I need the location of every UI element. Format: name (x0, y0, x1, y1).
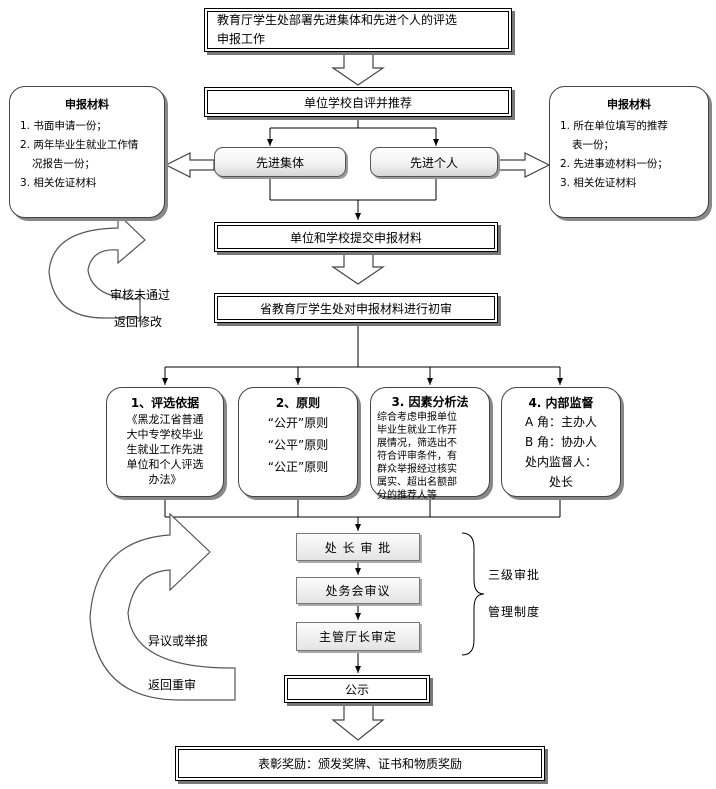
criteria-basis-title: 1、评选依据 (130, 396, 200, 410)
final-reward: 表彰奖励：颁发奖牌、证书和物质奖励 (175, 746, 545, 781)
criteria-principle-line: “公开”原则 (267, 416, 329, 430)
loop-arrow-top (48, 212, 146, 319)
criteria-factor-line: 分的推荐人等 (377, 490, 437, 501)
criteria-supervision-line: 处长 (548, 475, 573, 489)
left-materials-title: 申报材料 (65, 98, 109, 111)
branch-collective-label: 先进集体 (255, 155, 304, 170)
criteria-supervision-line: B 角：协办人 (524, 435, 598, 449)
branch-collective: 先进集体 (214, 147, 346, 177)
side-arrow-right (497, 152, 551, 178)
criteria-supervision-card: 4. 内部监督 A 角：主办人 B 角：协办人 处内监督人： 处长 (501, 387, 621, 497)
top-task-box: 教育厅学生处部署先进集体和先进个人的评选 申报工作 (204, 8, 512, 52)
loop-bottom-label-1: 异议或举报 (148, 634, 209, 648)
right-materials-item: 3. 相关佐证材料 (560, 177, 637, 189)
approval-chief-label: 主管厅长审定 (318, 630, 397, 644)
right-materials-item: 1. 所在单位填写的推荐 (560, 120, 668, 132)
criteria-basis-line: 办法》 (148, 473, 182, 486)
criteria-factor-line: 综合考虑申报单位 (377, 412, 457, 423)
left-materials-item: 3. 相关佐证材料 (20, 177, 97, 189)
loop-top-label-2: 返回修改 (114, 315, 163, 329)
block-arrow-3 (331, 704, 385, 741)
step-submit-label: 单位和学校提交申报材料 (289, 230, 422, 245)
approval-chief: 主管厅长审定 (296, 622, 420, 651)
criteria-principle-line: “公正”原则 (267, 460, 329, 474)
left-materials-item: 况报告一份； (32, 158, 95, 170)
criteria-factor-line: 符合评审条件，有 (377, 451, 457, 462)
block-arrow-1 (331, 52, 385, 86)
right-materials-title: 申报材料 (607, 98, 651, 111)
criteria-basis-line: 单位和个人评选 (126, 458, 204, 471)
branch-individual-label: 先进个人 (409, 155, 458, 170)
criteria-supervision-line: 处内监督人： (524, 455, 597, 469)
criteria-principle-title: 2、原则 (275, 396, 321, 410)
step-initial-review-label: 省教育厅学生处对申报材料进行初审 (259, 301, 452, 316)
top-task-line1: 教育厅学生处部署先进集体和先进个人的评选 (217, 13, 458, 27)
right-materials-item: 表一份； (572, 139, 614, 151)
step-publicity-label: 公示 (344, 682, 369, 697)
loop-bottom-label-2: 返回重审 (148, 678, 197, 692)
criteria-factor-line: 群众举报经过核实 (377, 464, 457, 475)
criteria-factor-line: 毕业生就业工作开 (377, 425, 457, 436)
step-recommend: 单位学校自评并推荐 (204, 87, 512, 117)
three-level-label-2: 管理制度 (488, 605, 541, 619)
criteria-basis-line: 生就业工作先进 (126, 443, 204, 456)
criteria-supervision-line: A 角：主办人 (524, 415, 598, 429)
top-task-line2: 申报工作 (217, 32, 266, 46)
criteria-factor-card: 3. 因素分析法 综合考虑申报单位 毕业生就业工作开 展情况，筛选出不 符合评审… (370, 387, 490, 501)
criteria-basis-line: 大中专学校毕业 (126, 428, 204, 441)
branch-individual: 先进个人 (370, 147, 498, 177)
side-arrow-left (164, 152, 215, 178)
step-recommend-label: 单位学校自评并推荐 (303, 95, 412, 110)
step-publicity: 公示 (284, 675, 430, 703)
approval-meeting: 处务会审议 (296, 577, 420, 604)
criteria-supervision-title: 4. 内部监督 (528, 396, 594, 410)
criteria-factor-line: 属实、超出名额部 (377, 477, 457, 488)
step-initial-review: 省教育厅学生处对申报材料进行初审 (214, 293, 498, 323)
loop-top-label-1: 审核未通过 (110, 288, 171, 302)
brace (461, 532, 485, 656)
final-reward-label: 表彰奖励：颁发奖牌、证书和物质奖励 (257, 757, 462, 771)
left-materials-card: 申报材料 1. 书面申请一份； 2. 两年毕业生就业工作情 况报告一份； 3. … (9, 86, 165, 218)
block-arrow-2 (331, 251, 385, 285)
criteria-basis-card: 1、评选依据 《黑龙江省普通 大中专学校毕业 生就业工作先进 单位和个人评选 办… (106, 387, 224, 497)
approval-director: 处 长 审 批 (296, 533, 420, 561)
loop-arrow-bottom (89, 512, 236, 701)
criteria-basis-line: 《黑龙江省普通 (126, 413, 204, 426)
step-submit: 单位和学校提交申报材料 (214, 222, 498, 252)
approval-meeting-label: 处务会审议 (325, 584, 391, 598)
criteria-factor-title: 3. 因素分析法 (391, 395, 469, 409)
criteria-factor-line: 展情况，筛选出不 (377, 438, 457, 449)
three-level-label-1: 三级审批 (488, 568, 541, 582)
criteria-principle-card: 2、原则 “公开”原则 “公平”原则 “公正”原则 (238, 387, 358, 497)
right-materials-card: 申报材料 1. 所在单位填写的推荐 表一份； 2. 先进事迹材料一份； 3. 相… (549, 86, 709, 218)
approval-director-label: 处 长 审 批 (324, 540, 392, 555)
left-materials-item: 2. 两年毕业生就业工作情 (20, 139, 139, 151)
criteria-principle-line: “公平”原则 (267, 438, 329, 452)
right-materials-item: 2. 先进事迹材料一份； (560, 158, 668, 170)
left-materials-item: 1. 书面申请一份； (20, 120, 107, 132)
